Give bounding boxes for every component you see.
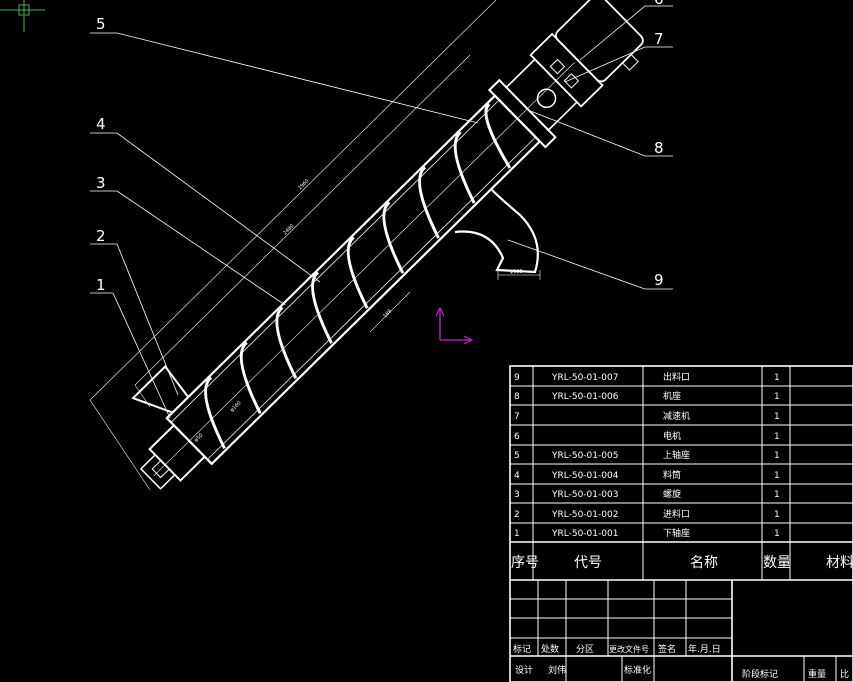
tb-designer: 刘伟 bbox=[548, 664, 566, 676]
bom-cell-no: 4 bbox=[514, 471, 520, 481]
bom-cell-name: 下轴座 bbox=[663, 527, 690, 539]
dim-diameter: 189 bbox=[382, 308, 393, 319]
dim-tube: 2480 bbox=[282, 223, 295, 236]
callout-1: 1 bbox=[96, 276, 106, 294]
callout-9: 9 bbox=[654, 271, 664, 289]
header-qty: 数量 bbox=[763, 555, 791, 571]
bom-cell-no: 1 bbox=[514, 529, 520, 539]
bom-header: 序号 代号 名称 数量 材料 bbox=[511, 555, 853, 571]
bom-cell-no: 6 bbox=[514, 432, 520, 442]
helical-flights bbox=[204, 102, 512, 450]
dim-bottom-2: φ50 bbox=[193, 432, 204, 443]
bom-cell-qty: 1 bbox=[774, 451, 780, 461]
table-row: 1 YRL-50-01-001 下轴座 1 bbox=[514, 527, 780, 539]
bom-cell-code: YRL-50-01-007 bbox=[551, 373, 618, 383]
bom-table bbox=[509, 365, 853, 682]
crosshair-cursor-icon bbox=[0, 0, 45, 32]
bom-cell-qty: 1 bbox=[774, 510, 780, 520]
bom-cell-no: 9 bbox=[514, 373, 520, 383]
motor bbox=[555, 0, 644, 83]
table-row: 9 YRL-50-01-007 出料口 1 bbox=[514, 371, 780, 383]
ucs-axis-icon bbox=[435, 306, 474, 345]
callout-4: 4 bbox=[96, 115, 106, 133]
header-no: 序号 bbox=[511, 555, 539, 571]
tb-label-sign: 签名 bbox=[658, 643, 676, 655]
bom-cell-qty: 1 bbox=[774, 529, 780, 539]
tb-label-mark: 标记 bbox=[513, 643, 531, 655]
bom-cell-name: 进料口 bbox=[663, 508, 690, 520]
callout-5: 5 bbox=[96, 15, 106, 33]
header-material: 材料 bbox=[826, 555, 853, 571]
callout-leaders bbox=[90, 5, 673, 419]
tb-weight: 重量 bbox=[808, 668, 826, 680]
title-block: 标记 处数 分区 更改文件号 签名 年.月.日 设计 刘伟 标准化 阶段标记 重… bbox=[513, 643, 849, 680]
bom-cell-name: 上轴座 bbox=[663, 449, 690, 461]
screw-conveyor bbox=[131, 0, 644, 490]
bom-cell-no: 8 bbox=[514, 392, 520, 402]
outlet-chute bbox=[454, 189, 539, 274]
dim-outlet: φ125 bbox=[510, 269, 523, 275]
callout-8: 8 bbox=[654, 139, 664, 157]
bom-cell-qty: 1 bbox=[774, 373, 780, 383]
tb-label-date: 年.月.日 bbox=[688, 643, 721, 655]
tb-label-count: 处数 bbox=[541, 643, 559, 655]
tb-stage-mark: 阶段标记 bbox=[742, 668, 778, 680]
bom-cell-qty: 1 bbox=[774, 471, 780, 481]
bom-cell-qty: 1 bbox=[774, 490, 780, 500]
bom-cell-name: 减速机 bbox=[663, 410, 690, 422]
dimension-lines bbox=[89, 0, 541, 491]
table-row: 7 减速机 1 bbox=[514, 410, 780, 422]
bom-rows: 9 YRL-50-01-007 出料口 1 8 YRL-50-01-006 机座 1 7 减速机 1… bbox=[514, 371, 780, 539]
callout-7: 7 bbox=[654, 30, 664, 48]
callout-6: 6 bbox=[654, 0, 664, 8]
tb-scale: 比 bbox=[840, 668, 849, 680]
bom-cell-name: 料筒 bbox=[663, 469, 681, 481]
tb-label-change: 更改文件号 bbox=[609, 644, 649, 654]
bom-cell-name: 出料口 bbox=[663, 371, 690, 383]
bom-cell-code: YRL-50-01-006 bbox=[551, 392, 619, 402]
callout-labels: 1 2 3 4 5 6 7 8 9 bbox=[96, 0, 664, 294]
bom-cell-code: YRL-50-01-001 bbox=[551, 529, 618, 539]
header-code: 代号 bbox=[574, 555, 602, 571]
dim-bottom-1: φ160 bbox=[229, 400, 242, 413]
table-row: 2 YRL-50-01-002 进料口 1 bbox=[514, 508, 780, 520]
table-row: 3 YRL-50-01-003 螺旋 1 bbox=[514, 488, 780, 500]
bom-cell-name: 螺旋 bbox=[663, 488, 681, 500]
bom-cell-no: 2 bbox=[514, 510, 520, 520]
inlet-hopper bbox=[131, 365, 190, 414]
dimension-texts: φ125 2960 2480 189 φ160 φ50 bbox=[193, 178, 523, 443]
bom-cell-no: 7 bbox=[514, 412, 520, 422]
tb-standardize: 标准化 bbox=[624, 664, 651, 676]
table-row: 5 YRL-50-01-005 上轴座 1 bbox=[514, 449, 780, 461]
bom-cell-code: YRL-50-01-004 bbox=[551, 471, 619, 481]
bom-cell-qty: 1 bbox=[774, 392, 780, 402]
tb-label-zone: 分区 bbox=[576, 644, 594, 655]
bom-cell-no: 3 bbox=[514, 490, 520, 500]
bom-cell-name: 机座 bbox=[663, 390, 681, 402]
bom-cell-qty: 1 bbox=[774, 412, 780, 422]
callout-2: 2 bbox=[96, 227, 106, 245]
bom-cell-qty: 1 bbox=[774, 432, 780, 442]
table-row: 8 YRL-50-01-006 机座 1 bbox=[514, 390, 780, 402]
callout-3: 3 bbox=[96, 174, 106, 192]
bom-cell-code: YRL-50-01-005 bbox=[551, 451, 618, 461]
bom-cell-code: YRL-50-01-003 bbox=[551, 490, 618, 500]
bom-cell-name: 电机 bbox=[663, 430, 681, 442]
header-name: 名称 bbox=[690, 555, 718, 571]
tb-design: 设计 bbox=[515, 664, 533, 676]
bom-cell-no: 5 bbox=[514, 451, 520, 461]
table-row: 4 YRL-50-01-004 料筒 1 bbox=[514, 469, 780, 481]
table-row: 6 电机 1 bbox=[514, 430, 780, 442]
bom-cell-code: YRL-50-01-002 bbox=[551, 510, 618, 520]
